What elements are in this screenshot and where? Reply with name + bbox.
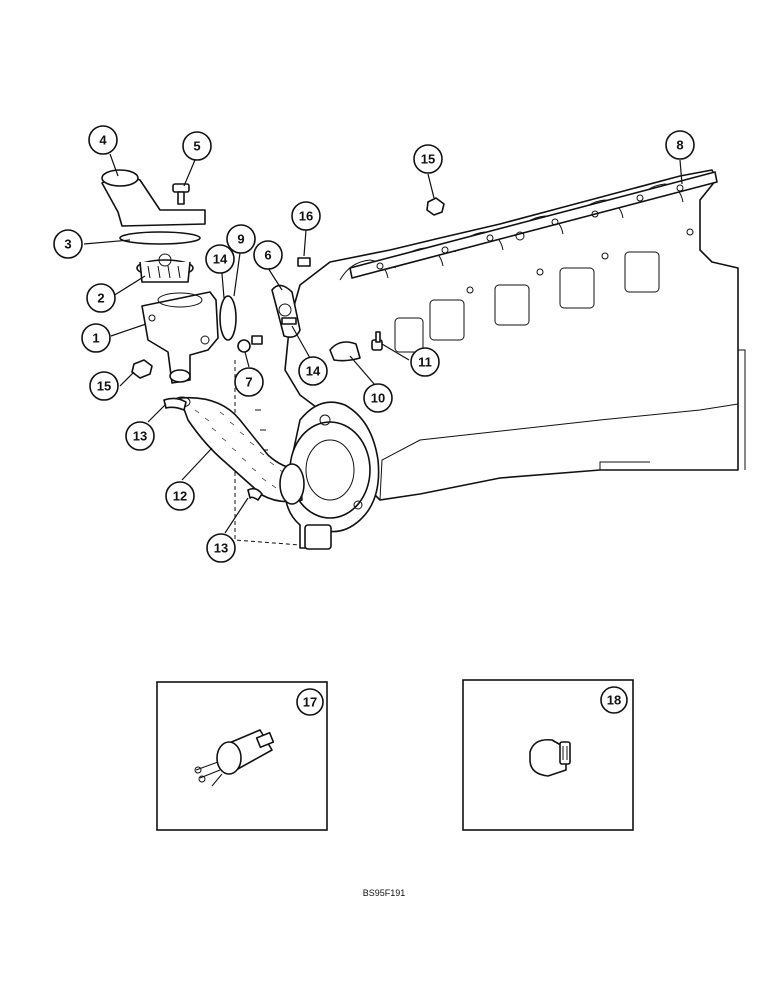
callout-18: 18	[600, 686, 628, 714]
svg-text:18: 18	[607, 693, 621, 708]
svg-text:4: 4	[99, 133, 107, 148]
nut-15-top-drawing	[426, 197, 445, 216]
thermostat-housing-drawing	[141, 291, 219, 384]
svg-text:5: 5	[193, 139, 200, 154]
callout-9: 9	[226, 224, 256, 254]
svg-text:13: 13	[214, 541, 228, 556]
svg-text:15: 15	[421, 152, 435, 167]
callout-13-lower: 13	[206, 533, 236, 563]
outlet-elbow-drawing	[101, 169, 206, 227]
callout-12: 12	[165, 481, 195, 511]
gasket-10-drawing	[329, 341, 361, 362]
nut-15-left-drawing	[131, 359, 153, 379]
svg-text:10: 10	[371, 391, 385, 406]
o-ring-9-drawing	[219, 295, 237, 341]
stud-16-drawing	[297, 257, 311, 267]
callout-15-top: 15	[413, 144, 443, 174]
callout-1: 1	[81, 323, 111, 353]
callout-5: 5	[182, 131, 212, 161]
callout-13-upper: 13	[125, 421, 155, 451]
leader-lines	[83, 153, 683, 534]
bolt-11-drawing	[371, 331, 383, 351]
inset-17: 17	[156, 681, 328, 831]
callout-15-left: 15	[89, 371, 119, 401]
inset-18: 18	[462, 679, 634, 831]
svg-text:15: 15	[97, 379, 111, 394]
drain-plug-drawing	[529, 738, 571, 777]
coolant-hose-drawing	[173, 396, 305, 505]
thermostat-drawing	[136, 253, 194, 283]
gasket-3-drawing	[119, 231, 201, 245]
svg-text:11: 11	[418, 355, 432, 370]
svg-text:16: 16	[299, 209, 313, 224]
svg-text:2: 2	[97, 291, 104, 306]
clamp-13-lower-drawing	[247, 487, 263, 501]
stud-14-drawing	[281, 317, 297, 325]
svg-text:3: 3	[64, 237, 71, 252]
plug-7-drawing	[237, 335, 263, 353]
callout-10: 10	[363, 383, 393, 413]
svg-text:9: 9	[237, 232, 244, 247]
svg-text:14: 14	[213, 252, 228, 267]
svg-text:13: 13	[133, 429, 147, 444]
svg-text:7: 7	[245, 375, 252, 390]
callout-14-right: 14	[298, 356, 328, 386]
svg-text:17: 17	[303, 695, 317, 710]
callout-17: 17	[296, 688, 324, 716]
callout-2: 2	[86, 283, 116, 313]
bolt-5-drawing	[172, 183, 190, 205]
svg-text:6: 6	[264, 248, 271, 263]
callout-6: 6	[253, 240, 283, 270]
water-pump-drawing	[284, 401, 380, 550]
callout-8: 8	[665, 130, 695, 160]
svg-text:8: 8	[676, 138, 683, 153]
flange-6-drawing	[271, 284, 301, 338]
callout-16: 16	[291, 201, 321, 231]
svg-text:12: 12	[173, 489, 187, 504]
svg-text:1: 1	[92, 331, 99, 346]
callout-3: 3	[53, 229, 83, 259]
callout-14-left: 14	[205, 244, 235, 274]
svg-text:14: 14	[306, 364, 321, 379]
callout-4: 4	[88, 125, 118, 155]
engine-block-drawing	[234, 169, 746, 546]
clamp-13-upper-drawing	[163, 397, 187, 411]
temperature-sender-drawing	[194, 729, 275, 787]
callout-11: 11	[410, 347, 440, 377]
callout-7: 7	[234, 367, 264, 397]
figure-code: BS95F191	[363, 888, 406, 898]
